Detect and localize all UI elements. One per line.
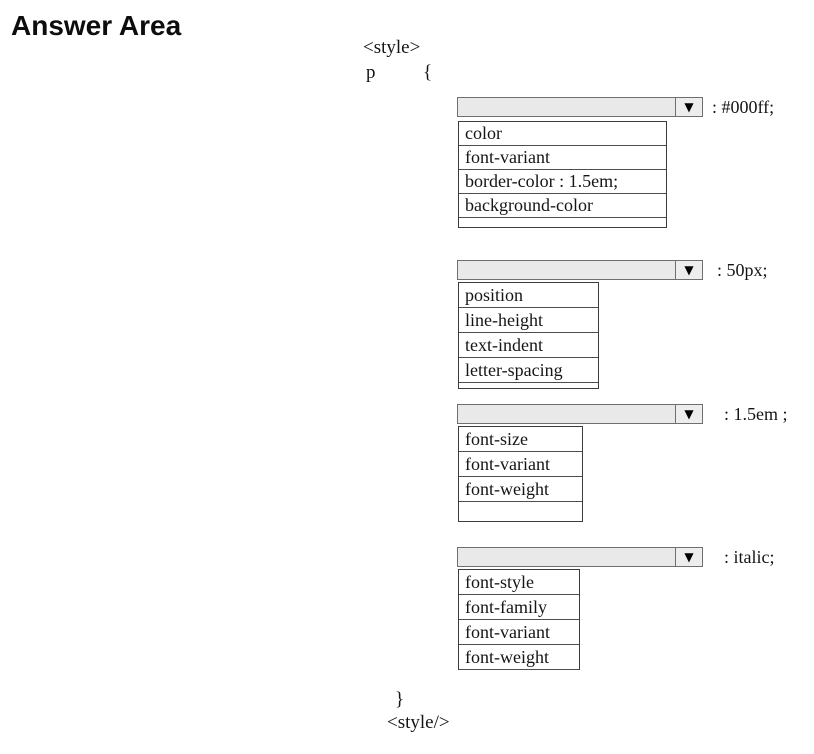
code-close-brace: } [395,689,405,710]
property-select-3[interactable]: ▼ [457,404,703,424]
dropdown-arrow-button-1[interactable]: ▼ [675,98,702,116]
dropdown-option[interactable]: position [459,283,598,308]
dropdown-option[interactable]: letter-spacing [459,358,598,383]
declaration-value-4: : italic; [724,547,775,567]
options-list-3: font-size font-variant font-weight [458,426,583,522]
dropdown-arrow-button-2[interactable]: ▼ [675,261,702,279]
dropdown-option[interactable]: line-height [459,308,598,333]
dropdown-option[interactable]: font-weight [459,477,582,502]
dropdown-arrow-button-4[interactable]: ▼ [675,548,702,566]
down-triangle-icon: ▼ [684,100,694,114]
dropdown-option[interactable]: font-variant [459,146,666,170]
dropdown-option[interactable]: font-family [459,595,579,620]
declaration-value-1: : #000ff; [712,97,775,117]
declaration-value-2: : 50px; [717,260,768,280]
dropdown-option[interactable]: font-variant [459,452,582,477]
dropdown-option[interactable]: text-indent [459,333,598,358]
down-triangle-icon: ▼ [684,263,694,277]
options-list-1: color font-variant border-color : 1.5em;… [458,121,667,228]
down-triangle-icon: ▼ [684,550,694,564]
code-style-open-tag: <style> [363,37,421,58]
property-select-2[interactable]: ▼ [457,260,703,280]
options-list-4: font-style font-family font-variant font… [458,569,580,670]
dropdown-option[interactable]: font-variant [459,620,579,645]
dropdown-option[interactable]: background-color [459,194,666,218]
property-select-4[interactable]: ▼ [457,547,703,567]
dropdown-option[interactable]: border-color : 1.5em; [459,170,666,194]
code-selector: p [366,62,376,83]
dropdown-option[interactable]: color [459,122,666,146]
code-open-brace: { [423,62,433,83]
options-list-2: position line-height text-indent letter-… [458,282,599,389]
code-style-close-tag: <style/> [387,712,450,733]
dropdown-option[interactable]: font-style [459,570,579,595]
dropdown-option[interactable]: font-size [459,427,582,452]
dropdown-arrow-button-3[interactable]: ▼ [675,405,702,423]
down-triangle-icon: ▼ [684,407,694,421]
declaration-value-3: : 1.5em ; [724,404,788,424]
page-title: Answer Area [11,10,182,41]
dropdown-option[interactable]: font-weight [459,645,579,670]
property-select-1[interactable]: ▼ [457,97,703,117]
